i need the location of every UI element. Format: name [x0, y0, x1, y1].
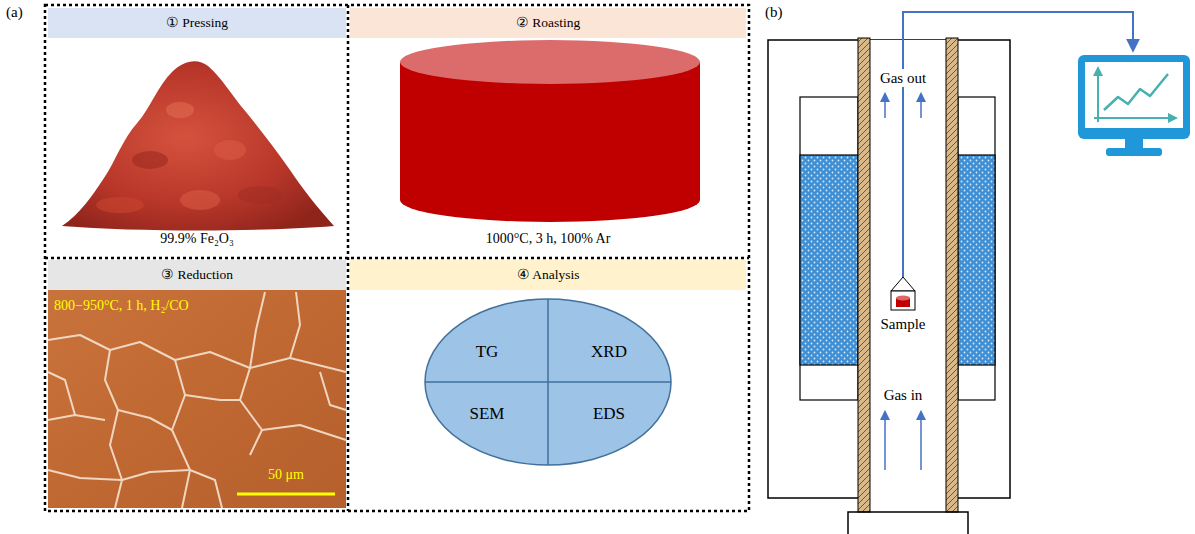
chart-axis [1094, 117, 1176, 119]
monitor-base [1106, 148, 1162, 156]
panel-frame [45, 5, 749, 511]
crack [320, 372, 346, 410]
crack [48, 470, 122, 480]
crack [185, 395, 240, 400]
tube-wall [946, 38, 958, 512]
crack [290, 292, 300, 358]
step-header: ③ Reduction [48, 260, 346, 290]
method-label: SEM [470, 404, 505, 424]
panel-label: (a) [6, 3, 23, 21]
powder-grain [132, 151, 168, 169]
sample-pellet-top [896, 296, 910, 301]
flow-label: Gas in [884, 386, 923, 404]
step-header: ② Roasting [350, 8, 746, 38]
monitor-frame [1078, 55, 1190, 139]
monitor-icon [1078, 55, 1190, 156]
panel-divider [45, 257, 749, 260]
sem-image [48, 290, 346, 508]
step-panel: ④ AnalysisTG XRD SEM EDS [350, 260, 746, 508]
heater-block [800, 97, 858, 400]
method-label: TG [476, 342, 499, 362]
quadrant-divider [547, 299, 549, 465]
gas-arrow [920, 94, 922, 118]
gas-arrow [884, 412, 886, 470]
scale-bar [237, 493, 335, 496]
powder-grain [166, 102, 194, 118]
pellet-cylinder [400, 40, 700, 222]
basket-hanger [891, 277, 915, 291]
sem-ground [48, 290, 346, 508]
step-panel: ① Pressing 99.9% Fe₂O₃ [48, 8, 346, 256]
crack [262, 425, 346, 440]
crack [172, 360, 190, 508]
gas-inlet-fitting [848, 512, 968, 534]
crack [48, 372, 75, 415]
part-label: Sample [881, 315, 926, 333]
crack [48, 335, 346, 372]
heating-element [958, 155, 995, 365]
crack [105, 350, 122, 508]
chart-axis [1097, 68, 1099, 122]
powder-pile [62, 61, 334, 230]
monitor-screen [1085, 62, 1183, 128]
sample-basket [891, 277, 915, 310]
crack [122, 470, 190, 480]
flow-label: Gas out [877, 69, 929, 87]
powder-grain [238, 186, 282, 204]
monitor-neck [1125, 139, 1143, 149]
method-label: XRD [591, 342, 627, 362]
image-annotation: 50 μm [268, 467, 304, 484]
powder-grain [96, 197, 144, 213]
powder-grain [180, 190, 220, 210]
method-label: EDS [593, 404, 625, 424]
analysis-ellipse: TG XRD SEM EDS [423, 297, 673, 467]
sem-cracks [48, 292, 346, 508]
crack [250, 292, 265, 368]
signal-wire [903, 12, 1133, 277]
crack [118, 410, 172, 430]
crack [48, 415, 105, 420]
heating-element [800, 155, 858, 365]
step-caption: 1000°C, 3 h, 100% Ar [486, 231, 611, 248]
furnace [768, 38, 1010, 534]
sem-micrograph: 800−950°C, 1 h, H₂/CO 50 μm [48, 290, 346, 508]
chart-line [1104, 74, 1168, 110]
step-header: ④ Analysis [350, 260, 746, 290]
step-panel: ③ Reduction 800−950°C, 1 h, H₂/CO 50 μm [48, 260, 346, 508]
analysis-ellipse-fill [425, 299, 671, 465]
step-panel: ② Roasting 1000°C, 3 h, 100% Ar [350, 8, 746, 256]
crack [190, 470, 222, 508]
panel-label: (b) [765, 3, 783, 21]
powder-picture [62, 61, 334, 230]
powder-grain [214, 140, 246, 160]
crack [240, 368, 262, 455]
image-annotation: 800−950°C, 1 h, H₂/CO [54, 298, 189, 315]
basket [891, 291, 915, 310]
tube-bore [870, 40, 946, 512]
step-header: ① Pressing [48, 8, 346, 38]
tube-wall [858, 38, 870, 512]
heater-block [958, 97, 995, 400]
step-caption: 99.9% Fe₂O₃ [160, 231, 234, 248]
cylinder-top [400, 40, 700, 84]
gas-arrow [920, 412, 922, 470]
gas-arrow [884, 94, 886, 118]
ellipse-outline [423, 297, 673, 467]
